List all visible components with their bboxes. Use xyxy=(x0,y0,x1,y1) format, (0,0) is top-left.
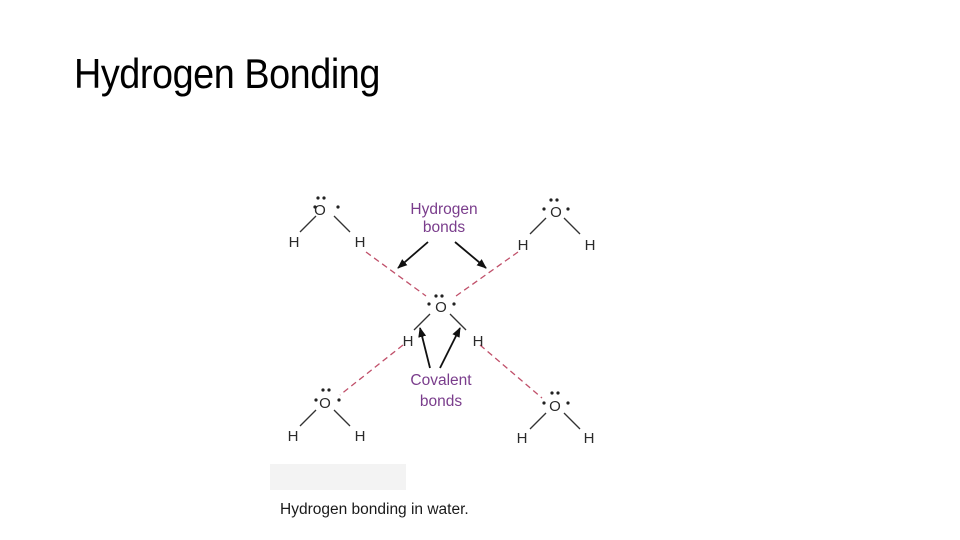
diagram-canvas: O H H O H H O H H O H H O H H xyxy=(270,196,596,518)
lone-pair-dots xyxy=(313,196,570,405)
atom-oxygen: O xyxy=(319,395,331,412)
figure-caption: Hydrogen bonding in water. xyxy=(280,501,469,518)
atom-oxygen: O xyxy=(549,398,561,415)
atom-hydrogen: H xyxy=(518,237,529,254)
covalent-bond-lines xyxy=(299,215,581,430)
hydrogen-bond-lines xyxy=(339,251,543,399)
caption-backdrop xyxy=(270,464,406,490)
atom-labels: O H H O H H O H H O H H O H H xyxy=(288,202,596,447)
covalent-bonds-label-line2: bonds xyxy=(420,393,462,410)
atom-hydrogen: H xyxy=(473,333,484,350)
water-hydrogen-bonding-diagram: O H H O H H O H H O H H O H H xyxy=(268,180,628,525)
atom-oxygen: O xyxy=(435,299,447,316)
label-arrows xyxy=(397,241,487,369)
hydrogen-bonds-label-line1: Hydrogen xyxy=(410,201,477,218)
atom-hydrogen: H xyxy=(585,237,596,254)
covalent-bonds-label-line1: Covalent xyxy=(410,372,472,389)
atom-oxygen: O xyxy=(314,202,326,219)
atom-hydrogen: H xyxy=(288,428,299,445)
atom-hydrogen: H xyxy=(403,333,414,350)
atom-oxygen: O xyxy=(550,204,562,221)
atom-hydrogen: H xyxy=(584,430,595,447)
slide-title: Hydrogen Bonding xyxy=(74,50,380,97)
atom-hydrogen: H xyxy=(517,430,528,447)
atom-hydrogen: H xyxy=(355,428,366,445)
atom-hydrogen: H xyxy=(289,234,300,251)
hydrogen-bonds-label-line2: bonds xyxy=(423,219,465,236)
annotation-labels: Hydrogen bonds Covalent bonds xyxy=(410,201,477,410)
atom-hydrogen: H xyxy=(355,234,366,251)
